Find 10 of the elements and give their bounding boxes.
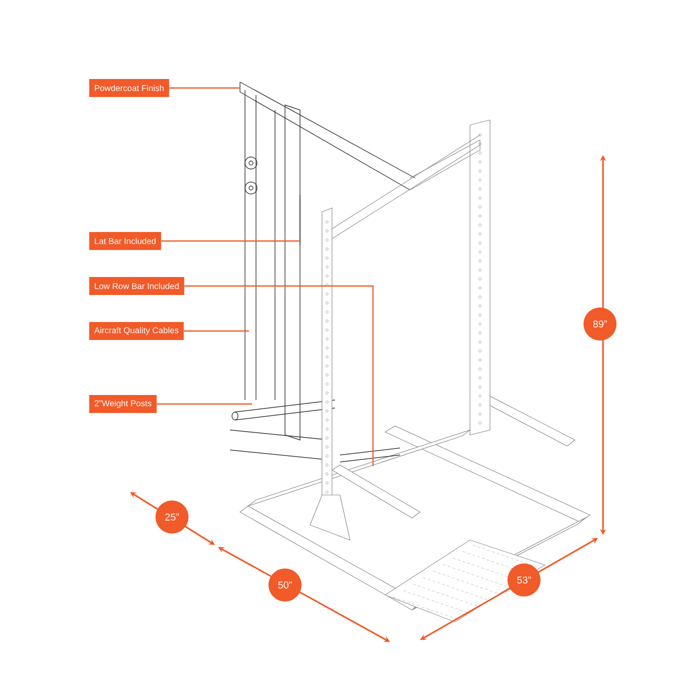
leader-line — [169, 87, 240, 89]
label-box: 2”Weight Posts — [89, 395, 157, 413]
leader-line — [161, 240, 300, 242]
label-box: Low Row Bar Included — [89, 277, 184, 295]
leader-line — [184, 285, 374, 466]
label-box: Aircraft Quality Cables — [89, 322, 184, 340]
label-box: Lat Bar Included — [89, 232, 162, 250]
leader-line — [184, 330, 249, 332]
leader-line — [156, 403, 252, 405]
label-box: Powdercoat Finish — [89, 79, 170, 97]
